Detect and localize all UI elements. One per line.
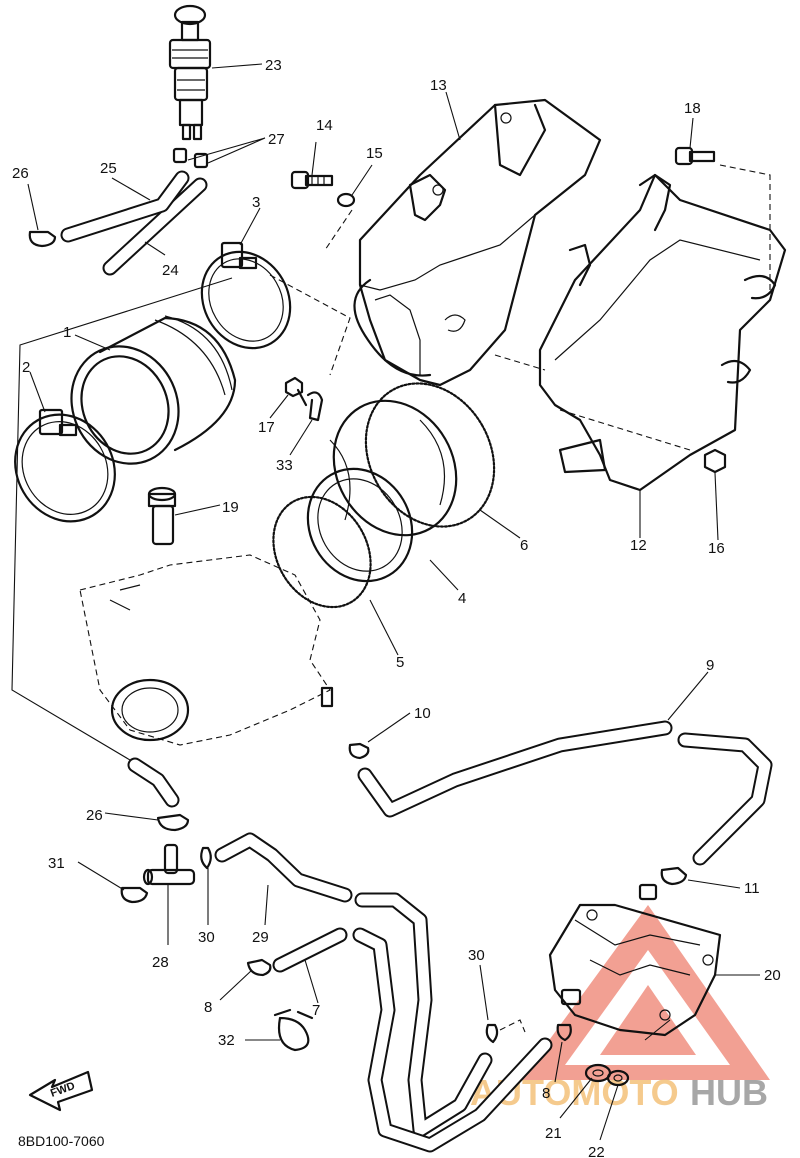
callout-31: 31: [48, 855, 65, 872]
part-8-clip-left: [246, 958, 272, 977]
watermark-text-hub: HUB: [690, 1072, 768, 1113]
callout-25: 25: [100, 160, 117, 177]
callout-22: 22: [588, 1144, 605, 1158]
part-19-cap: [147, 486, 177, 546]
callout-4: 4: [458, 590, 466, 607]
callout-23: 23: [265, 57, 282, 74]
watermark-logo: [520, 905, 770, 1080]
part-10-clip: [348, 742, 370, 760]
leader-lines: [27, 63, 760, 1141]
callout-24: 24: [162, 262, 179, 279]
callout-32: 32: [218, 1032, 235, 1049]
callout-33: 33: [276, 457, 293, 474]
part-13-airbox-cover: [353, 98, 602, 387]
callout-17: 17: [258, 419, 275, 436]
part-14-bolt: [290, 170, 334, 190]
callout-26-bottom: 26: [86, 807, 103, 824]
callout-7: 7: [312, 1002, 320, 1019]
callout-18: 18: [684, 100, 701, 117]
part-26-clip-top: [28, 230, 57, 248]
callout-20: 20: [764, 967, 781, 984]
part-2-clamp: [14, 408, 116, 523]
callout-16: 16: [708, 540, 725, 557]
callout-13: 13: [430, 77, 447, 94]
fwd-arrow-icon: [28, 1070, 94, 1112]
part-32-clip: [273, 1008, 314, 1052]
callout-12: 12: [630, 537, 647, 554]
part-1-joint: [70, 315, 237, 465]
part-16-nut: [703, 448, 727, 474]
callout-29: 29: [252, 929, 269, 946]
part-3-clamp: [200, 241, 292, 350]
callout-9: 9: [706, 657, 714, 674]
callout-27: 27: [268, 131, 285, 148]
callout-1: 1: [63, 324, 71, 341]
engine-outline: [79, 554, 334, 746]
callout-5: 5: [396, 654, 404, 671]
part-26-clip-bottom: [156, 813, 190, 832]
part-28-tee-joint: [142, 843, 196, 886]
part-30-clip-left: [200, 846, 212, 870]
part-11-clip: [660, 866, 688, 886]
callout-8-right: 8: [542, 1085, 550, 1102]
callout-labels: 23 27 26 25 24 3 14 15 13 18 1 2 17 33 1…: [12, 57, 781, 1158]
diagram-code: 8BD100-7060: [18, 1133, 105, 1149]
part-15-washer: [336, 192, 356, 208]
part-27-cap-a: [172, 147, 188, 164]
part-6-band: [364, 382, 496, 528]
callout-28: 28: [152, 954, 169, 971]
part-27-cap-b: [193, 152, 209, 169]
part-33-clip: [306, 391, 324, 422]
guide-line-left: [11, 277, 233, 761]
part-5-ring: [272, 495, 372, 609]
guide-line-box: [324, 164, 771, 451]
callout-10: 10: [414, 705, 431, 722]
part-4-joint: [306, 399, 458, 583]
part-12-airbox-case: [538, 173, 787, 492]
callout-30-right: 30: [468, 947, 485, 964]
part-8-clip-right: [556, 1023, 572, 1042]
guide-line-top: [269, 274, 351, 376]
part-31-clip: [120, 886, 149, 904]
callout-6: 6: [520, 537, 528, 554]
callout-14: 14: [316, 117, 333, 134]
callout-8-left: 8: [204, 999, 212, 1016]
callout-15: 15: [366, 145, 383, 162]
part-30-clip-right: [485, 1023, 499, 1044]
part-23-sensor: [168, 4, 212, 141]
callout-30-left: 30: [198, 929, 215, 946]
callout-19: 19: [222, 499, 239, 516]
watermark-triangle: [520, 905, 770, 1080]
callout-21: 21: [545, 1125, 562, 1142]
part-18-bolt: [674, 146, 716, 166]
callout-3: 3: [252, 194, 260, 211]
callout-26-top: 26: [12, 165, 29, 182]
callout-11: 11: [744, 880, 760, 897]
part-20-fuel-pump: [548, 883, 722, 1037]
callout-2: 2: [22, 359, 30, 376]
part-17-screw: [284, 376, 308, 407]
